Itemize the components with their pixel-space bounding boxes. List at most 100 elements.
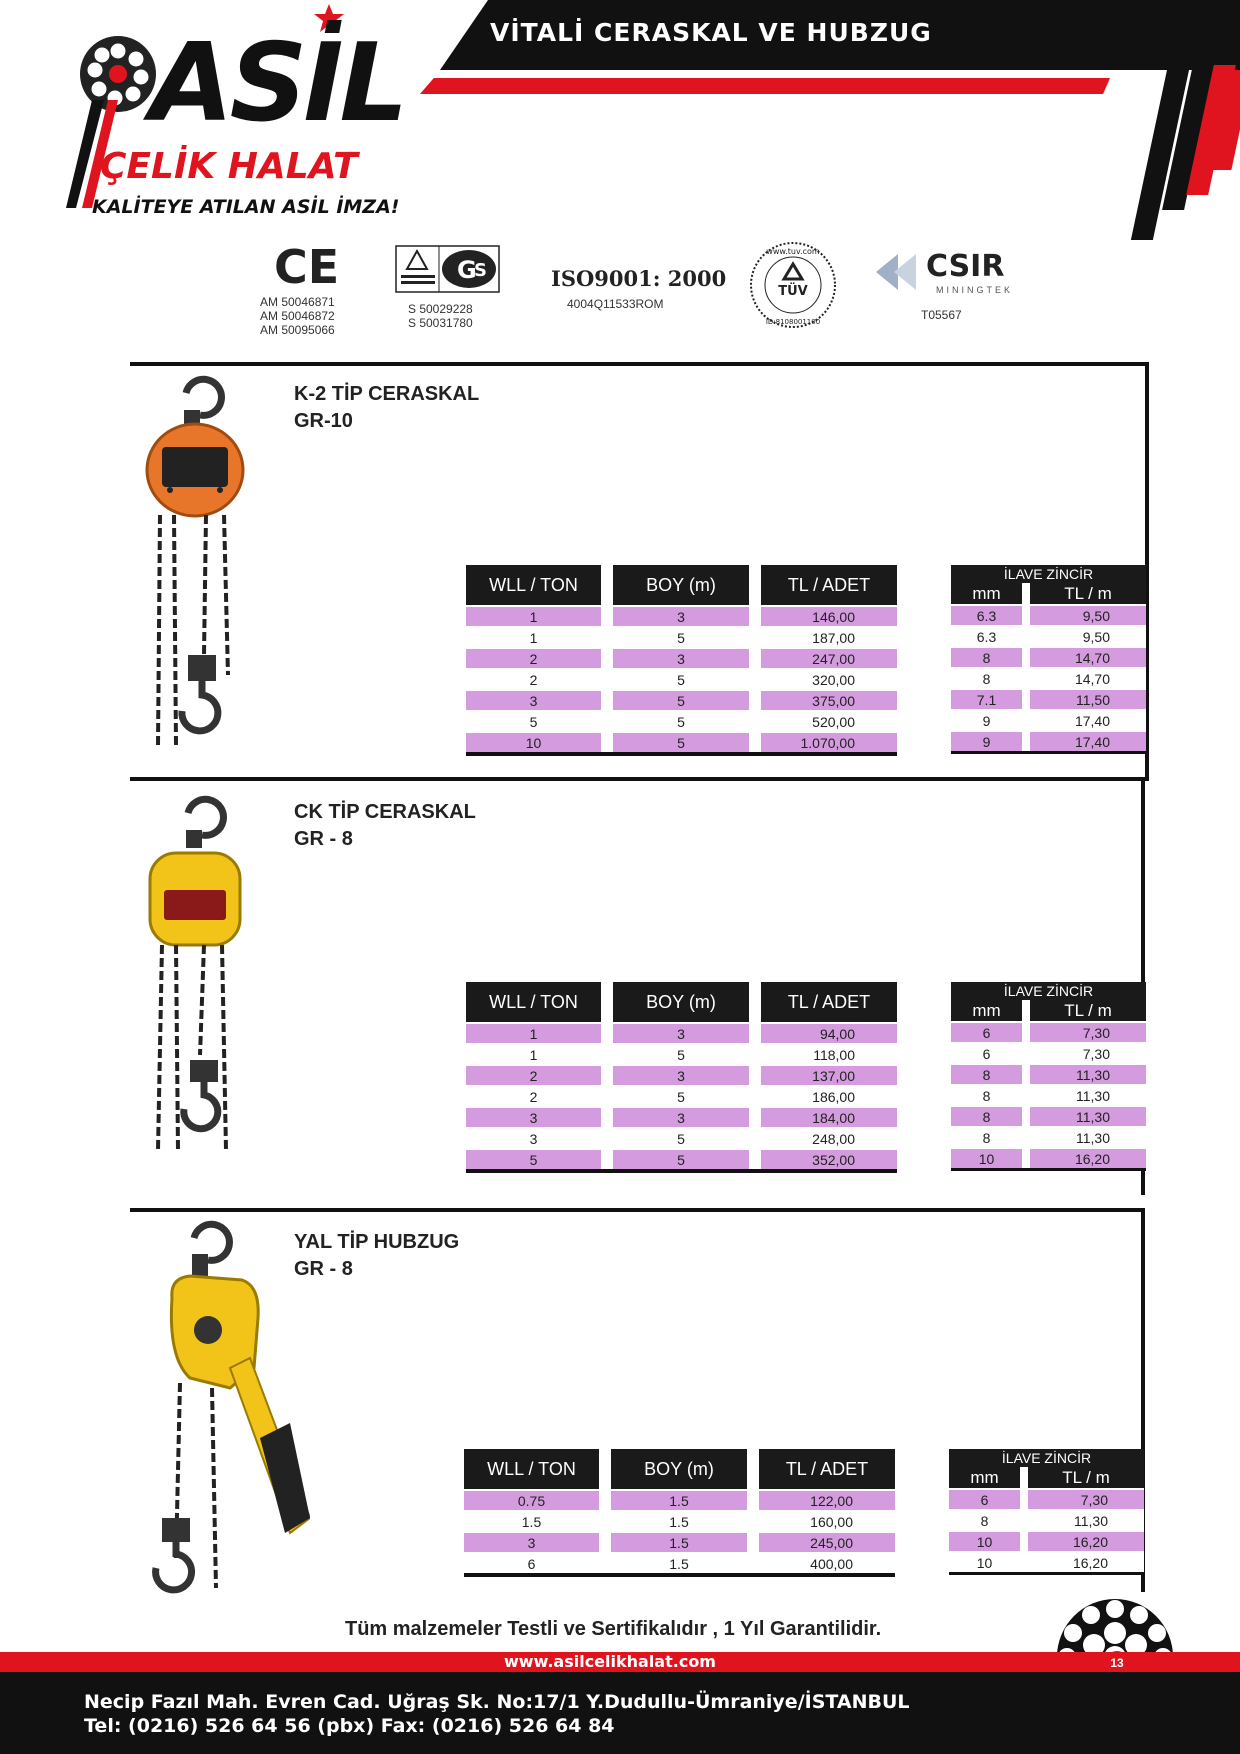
csir-arrow-icon: [876, 254, 916, 290]
page-number: 13: [1105, 1651, 1129, 1675]
logo-brand: ASİL: [150, 21, 408, 146]
tuv-ring-top: www.tuv.com: [766, 247, 820, 256]
product-name: CK TİP CERASKAL: [294, 801, 476, 823]
svg-text:G: G: [457, 256, 477, 284]
col-boy: BOY (m): [613, 565, 749, 605]
iso-title: ISO9001: 2000: [551, 266, 727, 291]
col-price: TL / ADET: [761, 565, 897, 605]
product-grade: GR - 8: [294, 1258, 353, 1280]
ce-mark-icon: CE: [274, 240, 340, 294]
logo-subtitle: ÇELİK HALAT: [100, 146, 358, 187]
col-boy: BOY (m): [611, 1449, 747, 1489]
col-wll: WLL / TON: [466, 565, 601, 605]
website-link[interactable]: www.asilcelikhalat.com: [504, 1652, 716, 1671]
product-grade: GR - 8: [294, 828, 353, 850]
csir-name: CSIR: [926, 249, 1005, 284]
ck-hoist-image: [146, 795, 246, 1155]
wire-rope-icon: [80, 36, 156, 112]
product-title: CK TİP CERASKAL GR - 8: [294, 799, 476, 853]
footer-address: Necip Fazıl Mah. Evren Cad. Uğraş Sk. No…: [84, 1691, 910, 1713]
star-icon: [314, 4, 344, 32]
logo-slogan: KALİTEYE ATILAN ASİL İMZA!: [92, 196, 400, 218]
csir-code: T05567: [921, 308, 962, 322]
footer-phone: Tel: (0216) 526 64 56 (pbx) Fax: (0216) …: [84, 1715, 615, 1737]
extra-chain-title: İLAVE ZİNCİR: [949, 1449, 1144, 1467]
header-bar: [440, 0, 1240, 70]
footer-red-band: [0, 1652, 1240, 1672]
tuv-ring-bottom: ID:8108001100: [766, 318, 820, 326]
col-price: TL / ADET: [759, 1449, 895, 1489]
section-frame-k2: [130, 362, 1149, 781]
product-name: YAL TİP HUBZUG: [294, 1231, 460, 1253]
logo-swoosh-icon: [66, 100, 118, 208]
footer-contact: Necip Fazıl Mah. Evren Cad. Uğraş Sk. No…: [84, 1690, 910, 1738]
tuv-gs-codes: S 50029228 S 50031780: [408, 302, 473, 330]
col-price: TL / ADET: [761, 982, 897, 1022]
product-title: K-2 TİP CERASKAL GR-10: [294, 381, 479, 435]
tuv-ring-label: TÜV: [778, 283, 808, 299]
footer-black-band: [0, 1672, 1240, 1754]
warranty-note: Tüm malzemeler Testli ve Sertifikalıdır …: [345, 1618, 882, 1640]
col-wll: WLL / TON: [466, 982, 601, 1022]
col-boy: BOY (m): [613, 982, 749, 1022]
yal-hoist-image: [150, 1218, 310, 1608]
extra-chain-title: İLAVE ZİNCİR: [951, 565, 1146, 583]
col-wll: WLL / TON: [464, 1449, 599, 1489]
extra-chain-title: İLAVE ZİNCİR: [951, 982, 1146, 1000]
header-red-stripe: [420, 78, 1110, 94]
svg-text:S: S: [474, 260, 487, 281]
page-title: VİTALİ CERASKAL VE HUBZUG: [490, 18, 932, 47]
iso-code: 4004Q11533ROM: [567, 297, 664, 311]
tuv-gs-icon: G S: [395, 245, 500, 293]
k2-hoist-image: [140, 375, 250, 755]
section-divider: [130, 777, 1145, 785]
product-name: K-2 TİP CERASKAL: [294, 383, 480, 405]
section-frame-yal: [130, 1208, 1145, 1592]
csir-sub: MININGTEK: [936, 285, 1014, 295]
ce-codes: AM 50046871 AM 50046872 AM 50095066: [260, 295, 335, 337]
tuv-ring-icon: TÜV www.tuv.com ID:8108001100: [750, 242, 836, 328]
